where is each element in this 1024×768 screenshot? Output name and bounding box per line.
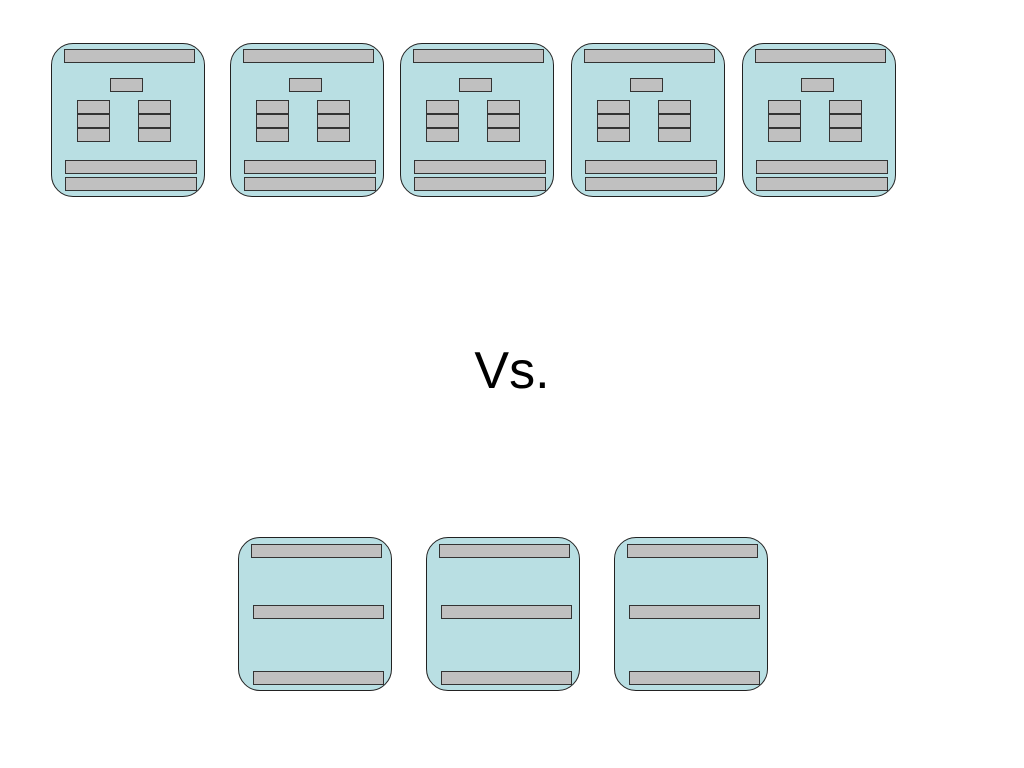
card-footer-bar [244, 160, 376, 174]
simple-card [238, 537, 392, 691]
card-footer-bar [65, 177, 197, 191]
card-header-bar [627, 544, 758, 558]
card-left-list-box [426, 114, 459, 128]
card-footer-bar [414, 160, 546, 174]
card-right-list-box [138, 100, 171, 114]
card-left-list-box [256, 114, 289, 128]
card-right-list-box [658, 128, 691, 142]
detailed-card [742, 43, 896, 197]
card-footer-bar [629, 671, 760, 685]
card-left-list-box [768, 128, 801, 142]
detailed-card [51, 43, 205, 197]
card-left-list-box [597, 114, 630, 128]
card-middle-bar [441, 605, 572, 619]
card-left-list-box [426, 100, 459, 114]
card-root-box [110, 78, 143, 92]
card-footer-bar [585, 160, 717, 174]
card-footer-bar [65, 160, 197, 174]
card-right-list-box [138, 128, 171, 142]
card-left-list-box [768, 100, 801, 114]
card-header-bar [439, 544, 570, 558]
card-right-list-box [487, 114, 520, 128]
card-left-list-box [77, 128, 110, 142]
card-left-list-box [597, 128, 630, 142]
card-root-box [630, 78, 663, 92]
card-header-bar [584, 49, 715, 63]
card-right-list-box [829, 100, 862, 114]
card-footer-bar [253, 671, 384, 685]
card-footer-bar [441, 671, 572, 685]
card-left-list-box [597, 100, 630, 114]
card-left-list-box [768, 114, 801, 128]
detailed-card [230, 43, 384, 197]
card-right-list-box [658, 100, 691, 114]
card-root-box [459, 78, 492, 92]
card-right-list-box [317, 128, 350, 142]
card-right-list-box [487, 100, 520, 114]
card-right-list-box [317, 100, 350, 114]
detailed-card [571, 43, 725, 197]
card-footer-bar [414, 177, 546, 191]
card-footer-bar [756, 160, 888, 174]
card-right-list-box [317, 114, 350, 128]
card-footer-bar [585, 177, 717, 191]
card-left-list-box [426, 128, 459, 142]
card-right-list-box [829, 114, 862, 128]
card-root-box [801, 78, 834, 92]
card-middle-bar [253, 605, 384, 619]
card-footer-bar [244, 177, 376, 191]
card-header-bar [755, 49, 886, 63]
card-header-bar [251, 544, 382, 558]
vs-label: Vs. [474, 342, 550, 400]
simple-card [614, 537, 768, 691]
card-left-list-box [77, 100, 110, 114]
card-footer-bar [756, 177, 888, 191]
card-left-list-box [256, 128, 289, 142]
card-middle-bar [629, 605, 760, 619]
card-header-bar [413, 49, 544, 63]
card-left-list-box [77, 114, 110, 128]
simple-card [426, 537, 580, 691]
card-left-list-box [256, 100, 289, 114]
card-right-list-box [829, 128, 862, 142]
card-root-box [289, 78, 322, 92]
detailed-card [400, 43, 554, 197]
card-right-list-box [487, 128, 520, 142]
card-right-list-box [658, 114, 691, 128]
card-header-bar [64, 49, 195, 63]
card-header-bar [243, 49, 374, 63]
card-right-list-box [138, 114, 171, 128]
